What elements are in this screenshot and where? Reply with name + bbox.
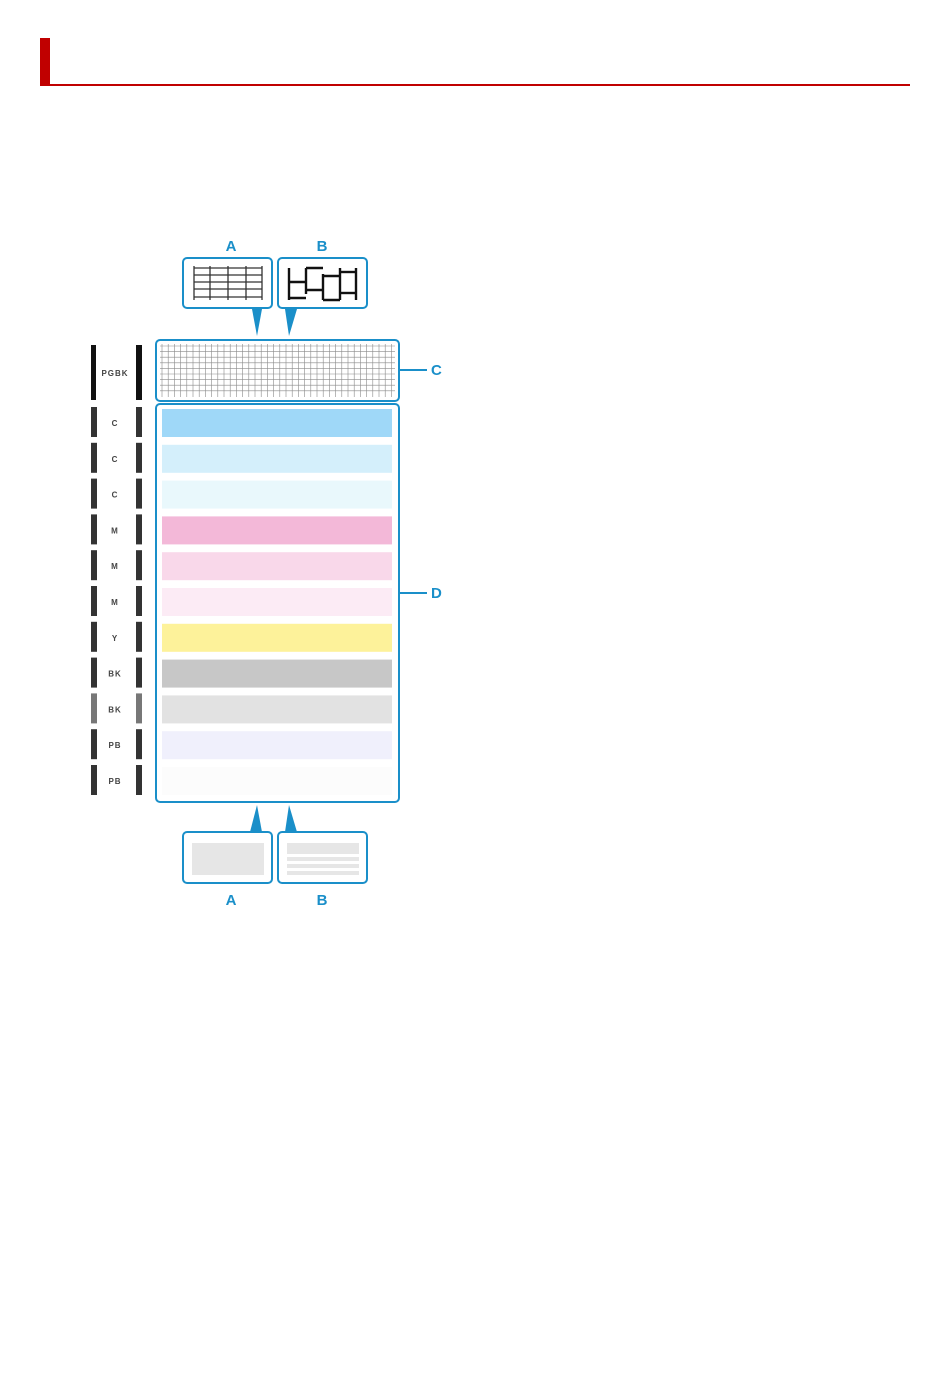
color-band-row: C xyxy=(91,479,392,509)
top-callout-a-label: A xyxy=(226,238,237,255)
row-left-mark xyxy=(91,729,97,759)
side-callout-c-label: C xyxy=(431,362,442,379)
row-left-mark xyxy=(91,586,97,616)
color-row-label: BK xyxy=(108,670,122,679)
row-right-mark xyxy=(136,729,142,759)
top-callout-b-box xyxy=(278,258,367,336)
color-row-label: C xyxy=(112,419,119,428)
color-band-row: M xyxy=(91,514,392,544)
side-callout-d-label: D xyxy=(431,585,442,602)
color-band xyxy=(162,516,392,544)
row-right-mark xyxy=(136,765,142,795)
top-callout-a-box xyxy=(183,258,272,336)
grid-pattern-block xyxy=(156,340,399,401)
row-right-mark xyxy=(136,586,142,616)
color-band xyxy=(162,767,392,795)
bottom-callout-b-box xyxy=(278,805,367,883)
row-right-mark xyxy=(136,622,142,652)
color-band-row: BK xyxy=(91,693,392,723)
row-right-mark xyxy=(136,443,142,473)
bottom-callout-a-label: A xyxy=(226,892,237,909)
color-band xyxy=(162,445,392,473)
color-band xyxy=(162,660,392,688)
color-band-row: C xyxy=(91,407,392,437)
row-left-mark xyxy=(91,693,97,723)
color-band-row: M xyxy=(91,586,392,616)
row-right-mark xyxy=(136,407,142,437)
color-band-row: C xyxy=(91,443,392,473)
row-right-mark xyxy=(136,550,142,580)
row-right-mark xyxy=(136,658,142,688)
row-left-mark xyxy=(91,658,97,688)
row-left-mark xyxy=(91,407,97,437)
row-left-mark xyxy=(91,443,97,473)
color-row-label: C xyxy=(112,455,119,464)
grid-row-label: PGBK xyxy=(101,369,128,378)
color-band-row: PB xyxy=(91,765,392,795)
color-row-label: PB xyxy=(108,741,121,750)
color-band xyxy=(162,695,392,723)
color-band-row: BK xyxy=(91,658,392,688)
color-row-label: PB xyxy=(108,777,121,786)
row-left-mark xyxy=(91,765,97,795)
color-band xyxy=(162,624,392,652)
color-band xyxy=(162,588,392,616)
pgbk-right-mark xyxy=(136,345,142,400)
row-left-mark xyxy=(91,514,97,544)
color-band-row: PB xyxy=(91,729,392,759)
color-row-label: Y xyxy=(112,634,118,643)
color-band xyxy=(162,409,392,437)
row-right-mark xyxy=(136,479,142,509)
color-row-label: M xyxy=(111,562,119,571)
bottom-callout-b-label: B xyxy=(317,892,328,909)
color-band xyxy=(162,552,392,580)
row-left-mark xyxy=(91,550,97,580)
color-band xyxy=(162,481,392,509)
color-band-row: Y xyxy=(91,622,392,652)
color-row-label: M xyxy=(111,598,119,607)
pgbk-left-mark xyxy=(91,345,96,400)
bottom-callout-a-box xyxy=(183,805,272,883)
color-row-label: C xyxy=(112,491,119,500)
row-left-mark xyxy=(91,479,97,509)
row-right-mark xyxy=(136,514,142,544)
color-row-label: M xyxy=(111,526,119,535)
color-band-row: M xyxy=(91,550,392,580)
color-row-label: BK xyxy=(108,705,122,714)
row-right-mark xyxy=(136,693,142,723)
color-band xyxy=(162,731,392,759)
top-callout-b-label: B xyxy=(317,238,328,255)
row-left-mark xyxy=(91,622,97,652)
